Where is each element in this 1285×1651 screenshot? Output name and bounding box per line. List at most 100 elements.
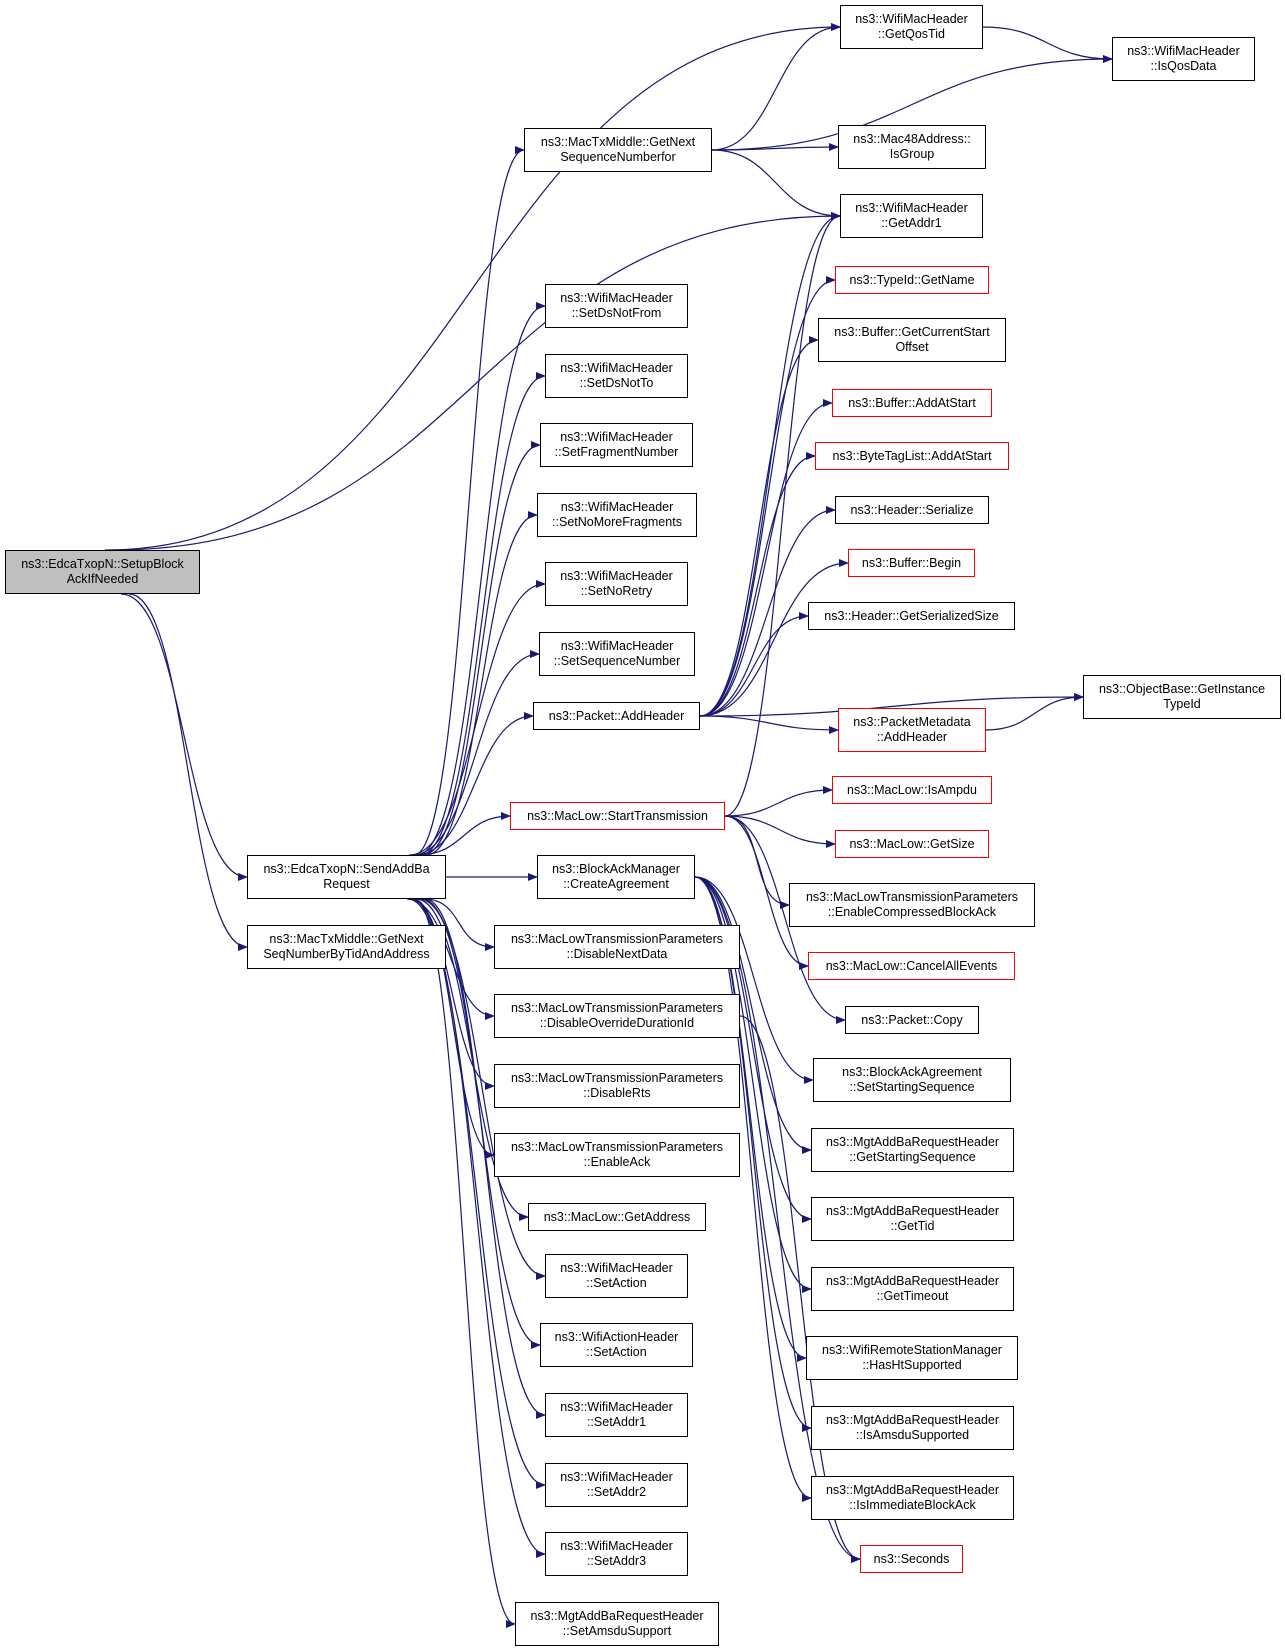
call-edge-sendaddba-to-setaddr2 — [407, 898, 546, 1489]
node-set-addr1[interactable]: ns3::WifiMacHeader ::SetAddr1 — [545, 1393, 688, 1437]
node-get-qos-tid[interactable]: ns3::WifiMacHeader ::GetQosTid — [840, 5, 983, 49]
node-label: ns3::Packet::AddHeader — [548, 708, 685, 723]
node-set-amsdu-support[interactable]: ns3::MgtAddBaRequestHeader ::SetAmsduSup… — [515, 1602, 719, 1646]
node-is-amsdu-supported[interactable]: ns3::MgtAddBaRequestHeader ::IsAmsduSupp… — [811, 1406, 1014, 1450]
node-enable-ack[interactable]: ns3::MacLowTransmissionParameters ::Enab… — [494, 1133, 740, 1177]
node-label-line2: ::SetDsNotFrom — [571, 306, 662, 320]
node-label-line1: ns3::EdcaTxopN::SendAddBa — [263, 862, 430, 876]
node-label-line2: ::HasHtSupported — [862, 1358, 962, 1372]
node-label-line2: IsGroup — [889, 147, 935, 161]
node-send-add-ba-request[interactable]: ns3::EdcaTxopN::SendAddBa Request — [247, 855, 446, 899]
node-label-line2: ::SetNoMoreFragments — [552, 515, 682, 529]
node-header-get-serialized-size[interactable]: ns3::Header::GetSerializedSize — [808, 602, 1015, 630]
node-buffer-get-current-start-offset[interactable]: ns3::Buffer::GetCurrentStart Offset — [818, 318, 1006, 362]
call-edge-root-to-sendaddba — [120, 593, 248, 881]
call-edge-root-to-getnextseqtid — [128, 593, 248, 951]
node-get-starting-sequence[interactable]: ns3::MgtAddBaRequestHeader ::GetStarting… — [811, 1128, 1014, 1172]
call-edge-sendaddba-to-enableack — [412, 898, 495, 1159]
node-label-line1: ns3::Buffer::GetCurrentStart — [834, 325, 990, 339]
node-set-fragment-number[interactable]: ns3::WifiMacHeader ::SetFragmentNumber — [540, 423, 693, 467]
call-edge-root-to-getqostid — [104, 23, 841, 551]
call-edge-createagreement-to-seconds — [694, 876, 861, 1563]
node-buffer-begin[interactable]: ns3::Buffer::Begin — [848, 549, 975, 577]
node-label: ns3::Buffer::Begin — [861, 555, 962, 570]
node-wifi-action-header-set-action[interactable]: ns3::WifiActionHeader ::SetAction — [540, 1323, 693, 1367]
node-set-addr3[interactable]: ns3::WifiMacHeader ::SetAddr3 — [545, 1532, 688, 1576]
node-label-line2: ::SetAddr3 — [586, 1554, 647, 1568]
node-label-line2: ::SetFragmentNumber — [554, 445, 679, 459]
node-get-timeout[interactable]: ns3::MgtAddBaRequestHeader ::GetTimeout — [811, 1267, 1014, 1311]
call-edge-root-to-getaddr1 — [112, 212, 841, 551]
node-get-size[interactable]: ns3::MacLow::GetSize — [835, 830, 989, 858]
node-label-line1: ns3::MacLowTransmissionParameters — [510, 932, 724, 946]
node-label-line2: ::IsAmsduSupported — [855, 1428, 970, 1442]
call-edge-sendaddba-to-starttx — [417, 812, 511, 856]
node-get-address[interactable]: ns3::MacLow::GetAddress — [528, 1203, 706, 1231]
node-is-immediate-block-ack[interactable]: ns3::MgtAddBaRequestHeader ::IsImmediate… — [811, 1476, 1014, 1520]
call-edge-addheader-to-headergetsize — [699, 612, 809, 717]
node-label: ns3::Header::GetSerializedSize — [824, 608, 999, 623]
node-label-line1: ns3::WifiRemoteStationManager — [822, 1343, 1002, 1357]
node-packet-copy[interactable]: ns3::Packet::Copy — [845, 1006, 979, 1034]
node-label-line2: ::SetSequenceNumber — [553, 654, 681, 668]
node-label-line2: ::GetTid — [890, 1219, 935, 1233]
node-label: ns3::ByteTagList::AddAtStart — [832, 448, 992, 463]
node-label-line1: ns3::WifiMacHeader — [855, 12, 968, 26]
node-label: ns3::MacLow::GetSize — [849, 836, 975, 851]
node-cancel-all-events[interactable]: ns3::MacLow::CancelAllEvents — [808, 952, 1015, 980]
node-label-line1: ns3::WifiMacHeader — [560, 1261, 673, 1275]
node-create-agreement[interactable]: ns3::BlockAckManager ::CreateAgreement — [537, 855, 695, 899]
node-set-starting-sequence[interactable]: ns3::BlockAckAgreement ::SetStartingSequ… — [813, 1058, 1011, 1102]
node-disable-next-data[interactable]: ns3::MacLowTransmissionParameters ::Disa… — [494, 925, 740, 969]
call-edge-starttx-to-getaddr1 — [724, 212, 841, 817]
node-label-line2: SequenceNumberfor — [560, 150, 676, 164]
node-label-line1: ns3::MgtAddBaRequestHeader — [825, 1274, 1000, 1288]
node-start-transmission[interactable]: ns3::MacLow::StartTransmission — [510, 802, 725, 830]
node-label-line2: ::GetQosTid — [878, 27, 945, 41]
node-set-ds-not-to[interactable]: ns3::WifiMacHeader ::SetDsNotTo — [545, 354, 688, 398]
node-get-next-sequence-number-for[interactable]: ns3::MacTxMiddle::GetNext SequenceNumber… — [524, 128, 712, 172]
node-byte-tag-list-add-at-start[interactable]: ns3::ByteTagList::AddAtStart — [815, 442, 1009, 470]
node-wifi-mac-header-set-action[interactable]: ns3::WifiMacHeader ::SetAction — [545, 1254, 688, 1298]
node-set-ds-not-from[interactable]: ns3::WifiMacHeader ::SetDsNotFrom — [545, 284, 688, 328]
call-edge-addheader-to-bytetaglist — [699, 452, 816, 717]
call-edge-pktmetaaddheader-to-getinstancetypeid — [985, 693, 1084, 731]
node-label-line2: ::EnableCompressedBlockAck — [827, 905, 997, 919]
call-edge-sendaddba-to-setdsnotto — [419, 372, 546, 856]
node-header-serialize[interactable]: ns3::Header::Serialize — [835, 496, 989, 524]
node-label-line1: ns3::WifiMacHeader — [855, 201, 968, 215]
node-get-addr1[interactable]: ns3::WifiMacHeader ::GetAddr1 — [840, 194, 983, 238]
node-has-ht-supported[interactable]: ns3::WifiRemoteStationManager ::HasHtSup… — [806, 1336, 1018, 1380]
node-packet-metadata-add-header[interactable]: ns3::PacketMetadata ::AddHeader — [838, 708, 986, 752]
node-label-line1: ns3::WifiActionHeader — [554, 1330, 679, 1344]
node-is-qos-data[interactable]: ns3::WifiMacHeader ::IsQosData — [1112, 37, 1255, 81]
node-type-id-get-name[interactable]: ns3::TypeId::GetName — [835, 266, 989, 294]
node-set-addr2[interactable]: ns3::WifiMacHeader ::SetAddr2 — [545, 1463, 688, 1507]
call-edge-sendaddba-to-disablenextdata — [423, 898, 495, 951]
call-edge-getqostid-to-isqosdata — [982, 26, 1113, 63]
call-edge-disableoverride-to-seconds — [739, 1015, 861, 1563]
node-disable-rts[interactable]: ns3::MacLowTransmissionParameters ::Disa… — [494, 1064, 740, 1108]
node-enable-compressed-block-ack[interactable]: ns3::MacLowTransmissionParameters ::Enab… — [789, 883, 1035, 927]
node-is-ampdu[interactable]: ns3::MacLow::IsAmpdu — [832, 776, 992, 804]
node-packet-add-header[interactable]: ns3::Packet::AddHeader — [533, 702, 700, 730]
node-is-group[interactable]: ns3::Mac48Address:: IsGroup — [838, 125, 986, 169]
node-label-line2: ::AddHeader — [876, 730, 948, 744]
node-label-line2: ::SetStartingSequence — [849, 1080, 975, 1094]
node-set-no-retry[interactable]: ns3::WifiMacHeader ::SetNoRetry — [545, 562, 688, 606]
node-seconds[interactable]: ns3::Seconds — [860, 1545, 963, 1573]
node-get-instance-type-id[interactable]: ns3::ObjectBase::GetInstance TypeId — [1083, 675, 1281, 719]
node-buffer-add-at-start[interactable]: ns3::Buffer::AddAtStart — [832, 389, 992, 417]
node-get-next-seq-number-by-tid[interactable]: ns3::MacTxMiddle::GetNext SeqNumberByTid… — [247, 925, 446, 969]
call-edge-createagreement-to-gettimeout — [694, 876, 812, 1293]
node-disable-override-duration-id[interactable]: ns3::MacLowTransmissionParameters ::Disa… — [494, 994, 740, 1038]
node-get-tid[interactable]: ns3::MgtAddBaRequestHeader ::GetTid — [811, 1197, 1014, 1241]
node-set-sequence-number[interactable]: ns3::WifiMacHeader ::SetSequenceNumber — [539, 632, 695, 676]
node-label-line1: ns3::MgtAddBaRequestHeader — [825, 1204, 1000, 1218]
call-edge-addheader-to-pktmetaaddheader — [699, 715, 839, 734]
node-label-line2: ::SetDsNotTo — [579, 376, 654, 390]
node-set-no-more-fragments[interactable]: ns3::WifiMacHeader ::SetNoMoreFragments — [537, 493, 697, 537]
node-label-line1: ns3::WifiMacHeader — [560, 430, 673, 444]
node-label: ns3::MacLow::CancelAllEvents — [825, 958, 998, 973]
